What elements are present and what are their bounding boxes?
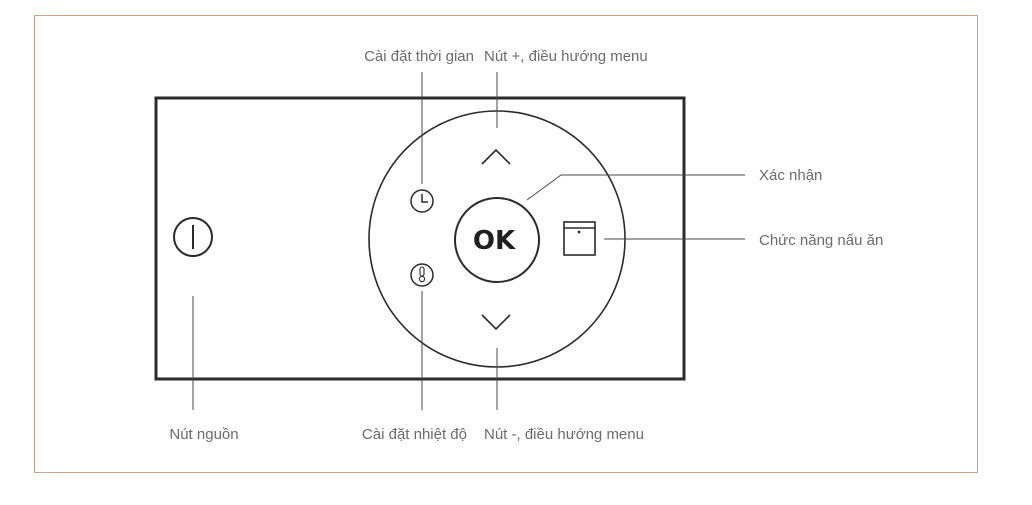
label-cooking-function: Chức năng nấu ăn: [759, 232, 883, 249]
label-power: Nút nguồn: [169, 426, 238, 443]
thermometer-icon: [410, 263, 434, 287]
cooking-function-button[interactable]: [563, 221, 596, 256]
outer-frame: [34, 15, 978, 473]
label-set-temperature: Cài đặt nhiệt độ: [362, 426, 467, 443]
leader-confirm: [526, 174, 745, 201]
label-minus-nav: Nút -, điều hướng menu: [484, 426, 644, 443]
set-temperature-button[interactable]: [410, 263, 434, 287]
ok-button[interactable]: OK: [454, 197, 540, 283]
clock-icon: [410, 189, 434, 213]
set-time-button[interactable]: [410, 189, 434, 213]
ok-button-label: OK: [473, 226, 516, 256]
label-plus-nav: Nút +, điều hướng menu: [484, 48, 648, 65]
power-icon: [173, 217, 213, 257]
power-button[interactable]: [173, 217, 213, 257]
chevron-down-icon[interactable]: [481, 314, 511, 331]
label-set-time: Cài đặt thời gian: [364, 48, 474, 65]
chevron-up-icon[interactable]: [481, 148, 511, 165]
oven-function-icon: [563, 221, 596, 256]
label-confirm: Xác nhận: [759, 167, 822, 184]
